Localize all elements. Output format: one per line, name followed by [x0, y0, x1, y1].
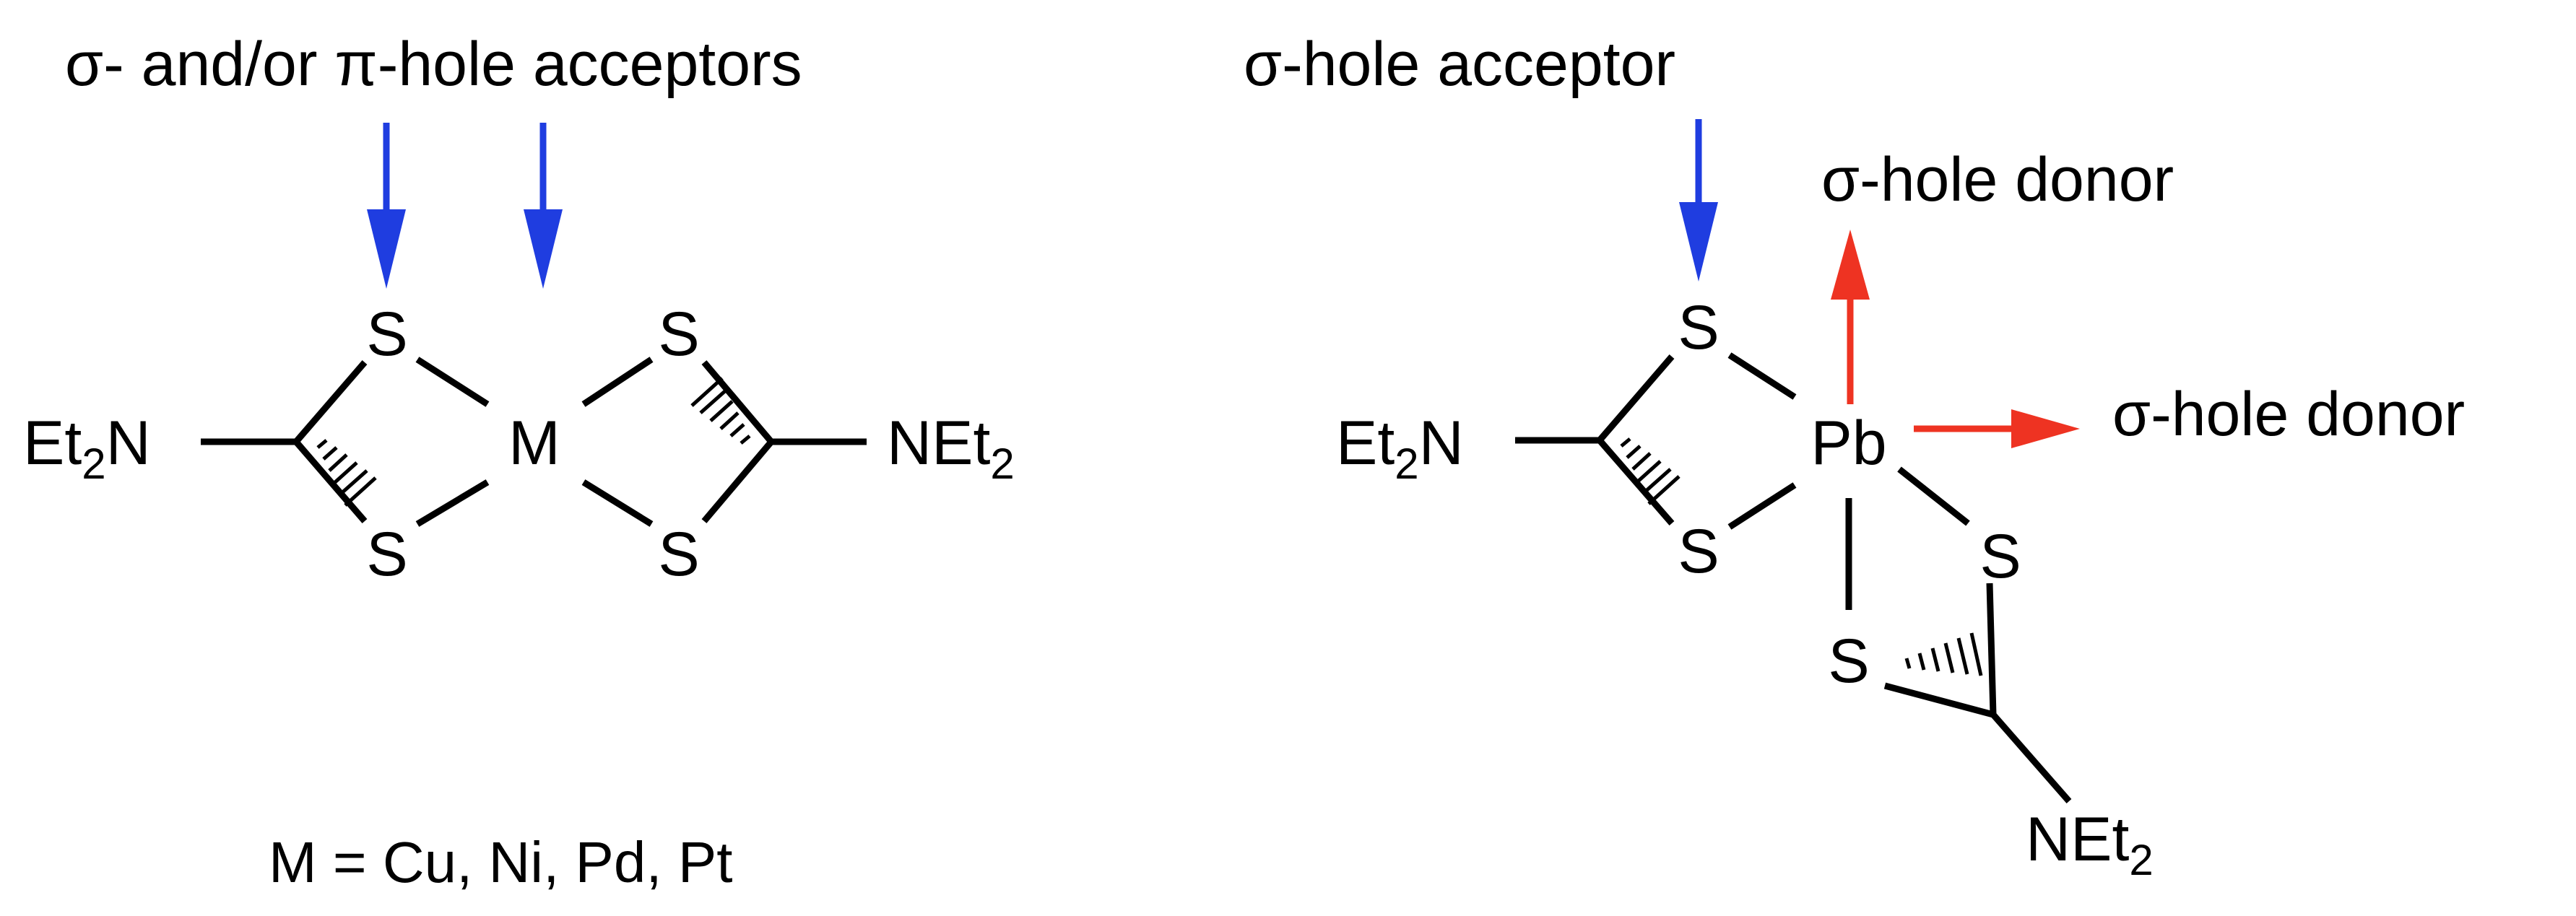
bond-c-s-bottom — [1597, 438, 1675, 525]
left-net2-label: NEt2 — [887, 409, 1015, 488]
right-hash-bond-1 — [1620, 437, 1681, 505]
bond-c-n-lower — [1990, 712, 2072, 803]
left-title: σ- and/or π-hole acceptors — [65, 30, 802, 99]
bond-s-lower-c — [1883, 682, 1995, 718]
right-s-bottom: S — [1678, 517, 1719, 586]
bond-s-c-bottom-right — [701, 440, 774, 523]
right-bonds — [1515, 352, 2072, 803]
bond-s-pb-top — [1727, 352, 1797, 400]
right-donor-label-top: σ-hole donor — [1821, 145, 2174, 214]
left-metal-m: M — [508, 409, 560, 478]
left-acceptor-arrow-2 — [524, 123, 563, 289]
bond-c-s-top-left — [293, 360, 368, 444]
bond-pb-s-right — [1897, 466, 1970, 526]
left-s-bottom-right: S — [658, 520, 699, 589]
left-bonds — [201, 357, 867, 527]
bond-s-m-bottom-left — [415, 479, 490, 527]
bond-s-m-top-left — [415, 357, 490, 407]
right-hash-bond-2 — [1904, 632, 1983, 676]
right-s-right: S — [1979, 522, 2021, 591]
left-acceptor-arrow-1 — [367, 123, 406, 289]
left-hash-bond-1 — [316, 439, 377, 507]
left-s-bottom-left: S — [366, 520, 407, 589]
right-et2n-label: Et2N — [1336, 409, 1464, 488]
left-s-top-left: S — [366, 300, 407, 369]
right-acceptor-arrow — [1679, 119, 1718, 282]
left-caption: M = Cu, Ni, Pd, Pt — [269, 830, 732, 894]
right-acceptor-label: σ-hole acceptor — [1244, 30, 1675, 99]
bond-s-c-top-right — [701, 360, 774, 444]
right-net2-label: NEt2 — [2026, 805, 2154, 884]
right-panel: σ-hole acceptor σ-hole donor σ-hole dono… — [1244, 30, 2465, 884]
bond-m-s-bottom-right — [581, 479, 654, 527]
left-hash-bond-2 — [690, 377, 751, 445]
bond-m-s-top-right — [581, 357, 654, 407]
right-s-lower: S — [1828, 627, 1869, 696]
left-s-top-right: S — [658, 300, 699, 369]
bond-c-s-bottom-left — [293, 440, 368, 523]
left-panel: σ- and/or π-hole acceptors — [23, 30, 1015, 894]
right-donor-label-right: σ-hole donor — [2112, 380, 2465, 449]
right-lead-pb: Pb — [1810, 409, 1886, 478]
bond-s-pb-bottom — [1727, 482, 1797, 530]
right-s-top: S — [1678, 293, 1719, 362]
right-donor-arrow-up — [1831, 230, 1870, 404]
left-et2n-label: Et2N — [23, 409, 151, 488]
right-donor-arrow-right — [1914, 409, 2080, 448]
bond-s-right-c — [1986, 583, 1997, 715]
bond-c-s-top — [1597, 354, 1675, 442]
